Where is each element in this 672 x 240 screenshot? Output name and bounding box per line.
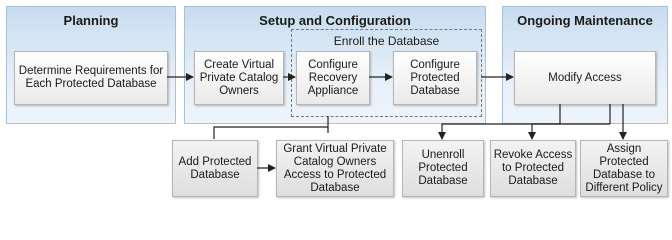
arrow-modify-to-revoke — [528, 123, 610, 140]
connector-layer — [167, 73, 627, 172]
configure-appliance-text: Configure Recovery Appliance — [307, 58, 359, 97]
assign-text: Assign Protected Database to Different P… — [585, 142, 663, 194]
enroll-group-label: Enroll the Database — [333, 34, 440, 48]
create-owners-box: Create Virtual Private Catalog Owners — [194, 51, 284, 105]
unenroll-box: Unenroll Protected Database — [402, 140, 484, 197]
revoke-box: Revoke Access to Protected Database — [490, 140, 576, 197]
configure-protected-text: Configure Protected Database — [410, 58, 460, 97]
setup-title: Setup and Configuration — [259, 13, 411, 28]
planning-title: Planning — [63, 13, 119, 28]
determine-requirements-text: Determine Requirements for Each Protecte… — [18, 65, 164, 90]
create-owners-text: Create Virtual Private Catalog Owners — [199, 58, 279, 97]
grant-access-text: Grant Virtual Private Catalog Owners Acc… — [283, 142, 387, 194]
add-protected-text: Add Protected Database — [178, 155, 252, 181]
configure-protected-box: Configure Protected Database — [393, 51, 477, 105]
modify-access-text: Modify Access — [548, 71, 622, 84]
modify-access-box: Modify Access — [514, 51, 656, 105]
unenroll-text: Unenroll Protected Database — [418, 149, 468, 187]
configure-appliance-box: Configure Recovery Appliance — [296, 51, 370, 105]
revoke-text: Revoke Access to Protected Database — [493, 149, 573, 187]
grant-access-box: Grant Virtual Private Catalog Owners Acc… — [276, 140, 394, 197]
connector-enroll-to-add — [213, 116, 329, 139]
determine-requirements-box: Determine Requirements for Each Protecte… — [14, 51, 168, 105]
assign-box: Assign Protected Database to Different P… — [580, 140, 668, 197]
maintenance-title: Ongoing Maintenance — [517, 13, 653, 28]
add-protected-box: Add Protected Database — [172, 140, 258, 197]
arrow-modify-to-unenroll — [438, 123, 560, 140]
